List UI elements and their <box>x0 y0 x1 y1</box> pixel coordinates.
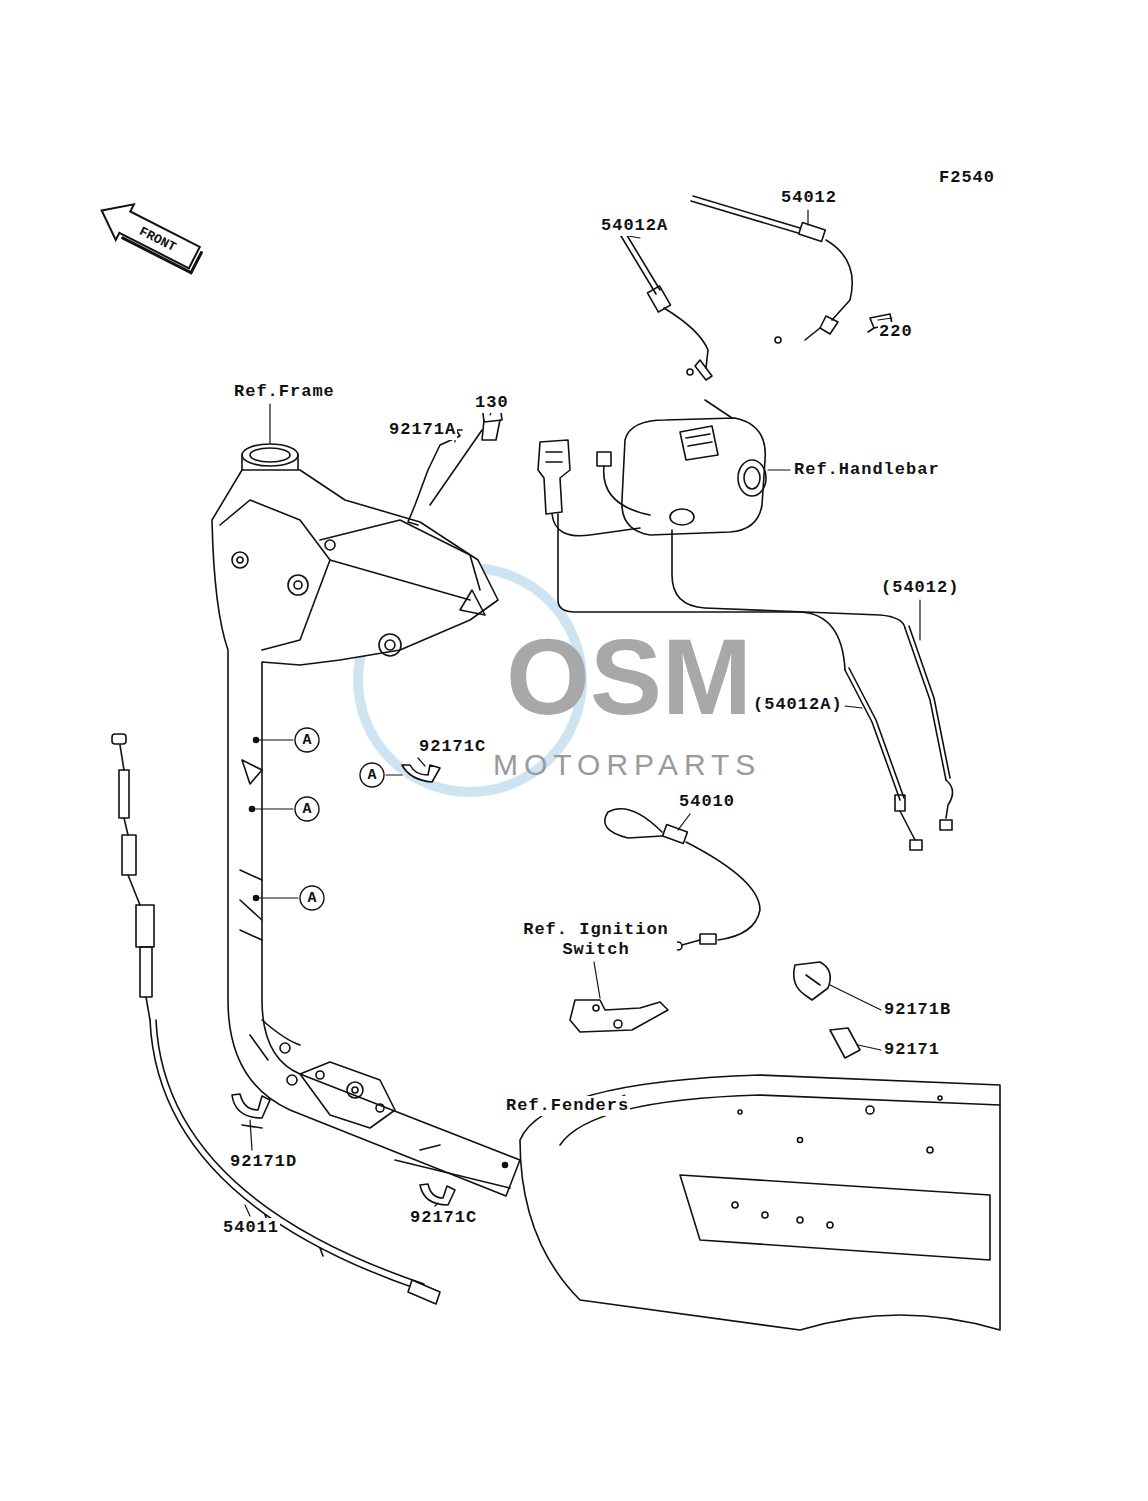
callout-number: 54010 <box>678 792 736 812</box>
reference-letter: A <box>367 767 376 784</box>
circle-shape <box>360 763 384 787</box>
callout-number: (54012A) <box>752 695 844 715</box>
callout-number: 92171A <box>388 420 457 440</box>
clutch-cable <box>112 734 440 1304</box>
reference-letter: A <box>307 890 316 907</box>
callout-number: 54011 <box>222 1218 280 1238</box>
arrow-shape <box>93 193 204 276</box>
arrow-shadow <box>122 216 202 273</box>
reference-label: Ref.Fenders <box>505 1096 630 1116</box>
callout-number: 92171C <box>409 1208 478 1228</box>
callout-number: 92171B <box>883 1000 952 1020</box>
circle-shape <box>295 797 319 821</box>
reference-circle: A <box>294 796 320 822</box>
reference-letter: A <box>302 801 311 818</box>
callout-number: 220 <box>878 322 914 342</box>
reference-circle: A <box>299 885 325 911</box>
front-arrow: FRONT <box>93 193 204 276</box>
clips <box>232 765 860 1205</box>
circle-shape <box>300 886 324 910</box>
figure-code: F2540 <box>938 168 996 188</box>
callout-number: 54012 <box>780 188 838 208</box>
callout-number: (54012) <box>880 578 960 598</box>
reference-letter: A <box>302 732 311 749</box>
callout-number: 92171 <box>883 1040 941 1060</box>
reference-label: Ref. Ignition Switch <box>515 920 677 960</box>
reference-circle: A <box>359 762 385 788</box>
callout-number: 130 <box>474 393 510 413</box>
callout-number: 54012A <box>600 216 669 236</box>
callout-number: 92171D <box>229 1152 298 1172</box>
frame-drawing <box>212 444 520 1196</box>
cable-ends <box>845 626 953 850</box>
reference-circle: A <box>294 727 320 753</box>
callout-number: 92171C <box>418 737 487 757</box>
leader-lines <box>245 210 920 1216</box>
watermark: OSM <box>505 622 753 732</box>
reference-label: Ref.Handlebar <box>793 460 941 480</box>
ignition-bracket <box>570 1000 668 1032</box>
circle-shape <box>295 728 319 752</box>
watermark: MOTORPARTS <box>492 748 762 782</box>
reference-label: Ref.Frame <box>233 382 336 402</box>
